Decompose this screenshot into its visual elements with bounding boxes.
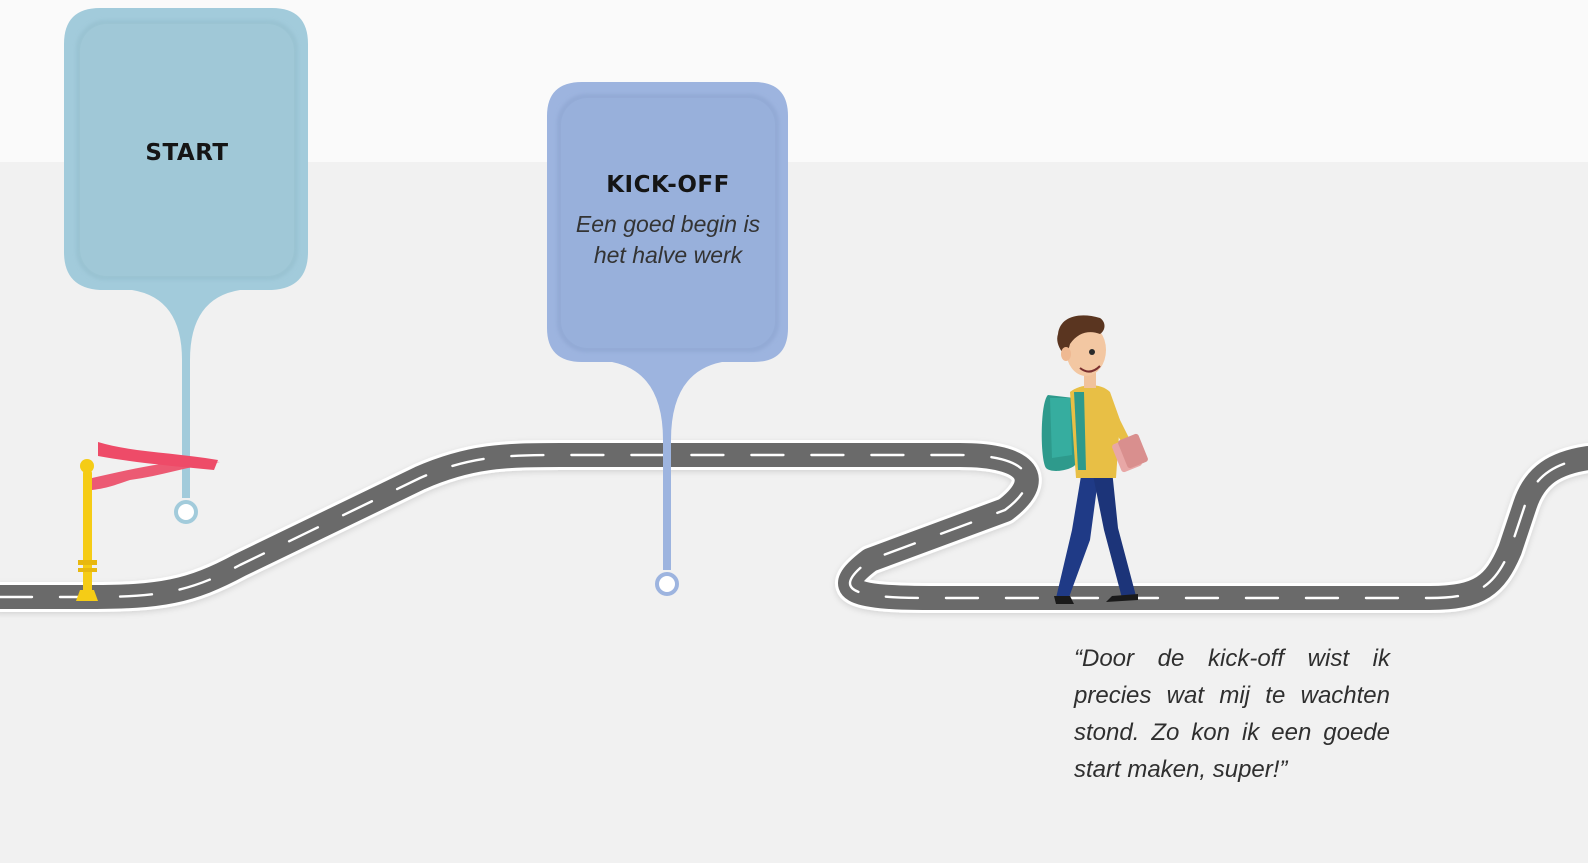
milestone-start-title: START xyxy=(80,140,294,166)
walking-student-icon xyxy=(1042,315,1149,604)
kickoff-pin xyxy=(547,82,788,594)
milestone-kickoff-subtitle-line1: Een goed begin is xyxy=(556,209,780,240)
milestone-kickoff-title: KICK-OFF xyxy=(561,172,775,198)
milestone-kickoff-subtitle-line2: het halve werk xyxy=(556,240,780,271)
testimonial-quote: “Door de kick-off wist ik precies wat mi… xyxy=(1074,640,1390,788)
road-icon xyxy=(0,455,1588,598)
